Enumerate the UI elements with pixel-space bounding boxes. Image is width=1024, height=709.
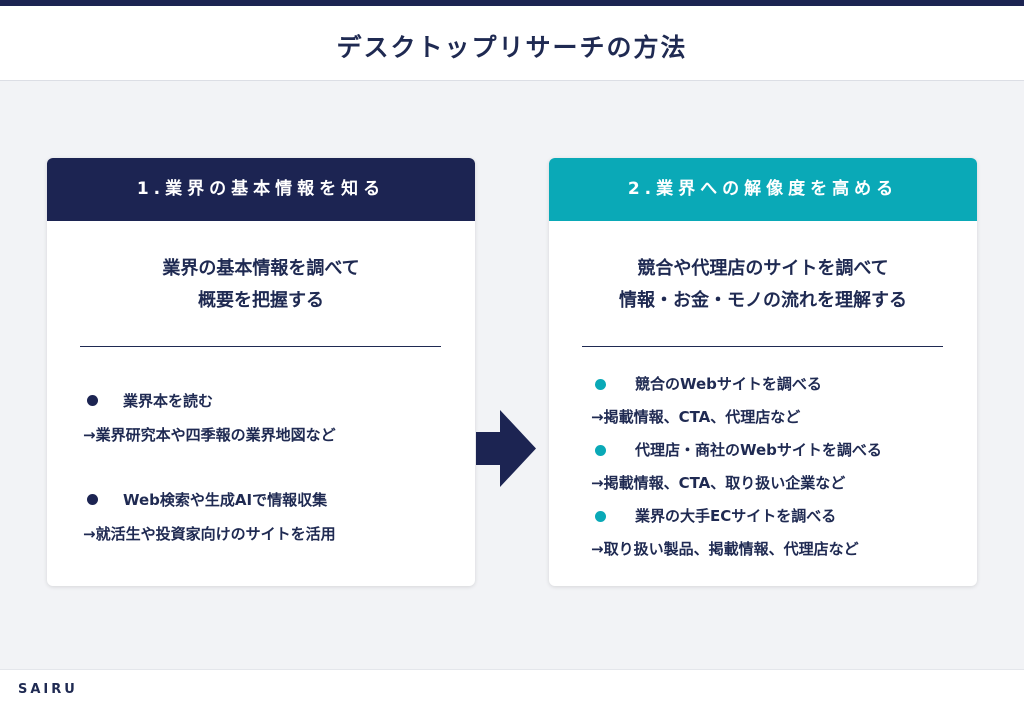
page-title: デスクトップリサーチの方法 xyxy=(336,33,688,62)
list-item: Web検索や生成AIで情報収集 xyxy=(83,483,463,517)
brand-logo: SAIRU xyxy=(18,682,78,697)
list-item-detail: →掲載情報、CTA、取り扱い企業など xyxy=(591,474,846,492)
card-summary: 競合や代理店のサイトを調べて 情報・お金・モノの流れを理解する xyxy=(549,253,977,317)
card-summary: 業界の基本情報を調べて 概要を把握する xyxy=(47,253,475,317)
footer xyxy=(0,670,1024,709)
bullet-dot-icon xyxy=(595,444,606,456)
list-item-detail: →業界研究本や四季報の業界地図など xyxy=(83,426,336,444)
divider xyxy=(582,346,943,347)
summary-line: 競合や代理店のサイトを調べて xyxy=(637,258,889,279)
bullet-dot-icon xyxy=(87,494,98,505)
list-item: 業界の大手ECサイトを調べる xyxy=(591,500,971,533)
top-accent-bar xyxy=(0,0,1024,6)
list-item-label: 競合のWebサイトを調べる xyxy=(635,375,822,393)
list-item-detail: →取り扱い製品、掲載情報、代理店など xyxy=(591,540,859,558)
spacer xyxy=(83,452,463,483)
card-header-industry-basics: 1.業界の基本情報を知る xyxy=(47,158,475,221)
list-item-label: 業界本を読む xyxy=(123,392,214,410)
bullet-dot-icon xyxy=(87,395,98,406)
list-item-detail: →掲載情報、CTA、代理店など xyxy=(591,408,801,426)
list-item: 代理店・商社のWebサイトを調べる xyxy=(591,434,971,467)
list-item: 業界本を読む xyxy=(83,384,463,418)
arrow-right-icon xyxy=(476,410,536,487)
card-header-industry-resolution: 2.業界への解像度を高める xyxy=(549,158,977,221)
summary-line: 概要を把握する xyxy=(198,290,324,311)
bullet-dot-icon xyxy=(595,378,606,390)
footer-divider xyxy=(0,669,1024,670)
bullet-dot-icon xyxy=(595,510,606,522)
card-industry-basics: 1.業界の基本情報を知る 業界の基本情報を調べて 概要を把握する 業界本を読む … xyxy=(47,158,475,586)
list-item-label: Web検索や生成AIで情報収集 xyxy=(123,491,328,509)
header: デスクトップリサーチの方法 xyxy=(0,6,1024,81)
method-list: 業界本を読む →業界研究本や四季報の業界地図など Web検索や生成AIで情報収集… xyxy=(83,384,463,551)
list-item-label: 業界の大手ECサイトを調べる xyxy=(635,507,837,525)
summary-line: 情報・お金・モノの流れを理解する xyxy=(619,290,907,311)
method-list: 競合のWebサイトを調べる →掲載情報、CTA、代理店など 代理店・商社のWeb… xyxy=(591,368,971,566)
divider xyxy=(80,346,441,347)
list-item-label: 代理店・商社のWebサイトを調べる xyxy=(635,441,882,459)
card-industry-resolution: 2.業界への解像度を高める 競合や代理店のサイトを調べて 情報・お金・モノの流れ… xyxy=(549,158,977,586)
summary-line: 業界の基本情報を調べて xyxy=(162,258,360,279)
list-item: 競合のWebサイトを調べる xyxy=(591,368,971,401)
list-item-detail: →就活生や投資家向けのサイトを活用 xyxy=(83,525,336,543)
